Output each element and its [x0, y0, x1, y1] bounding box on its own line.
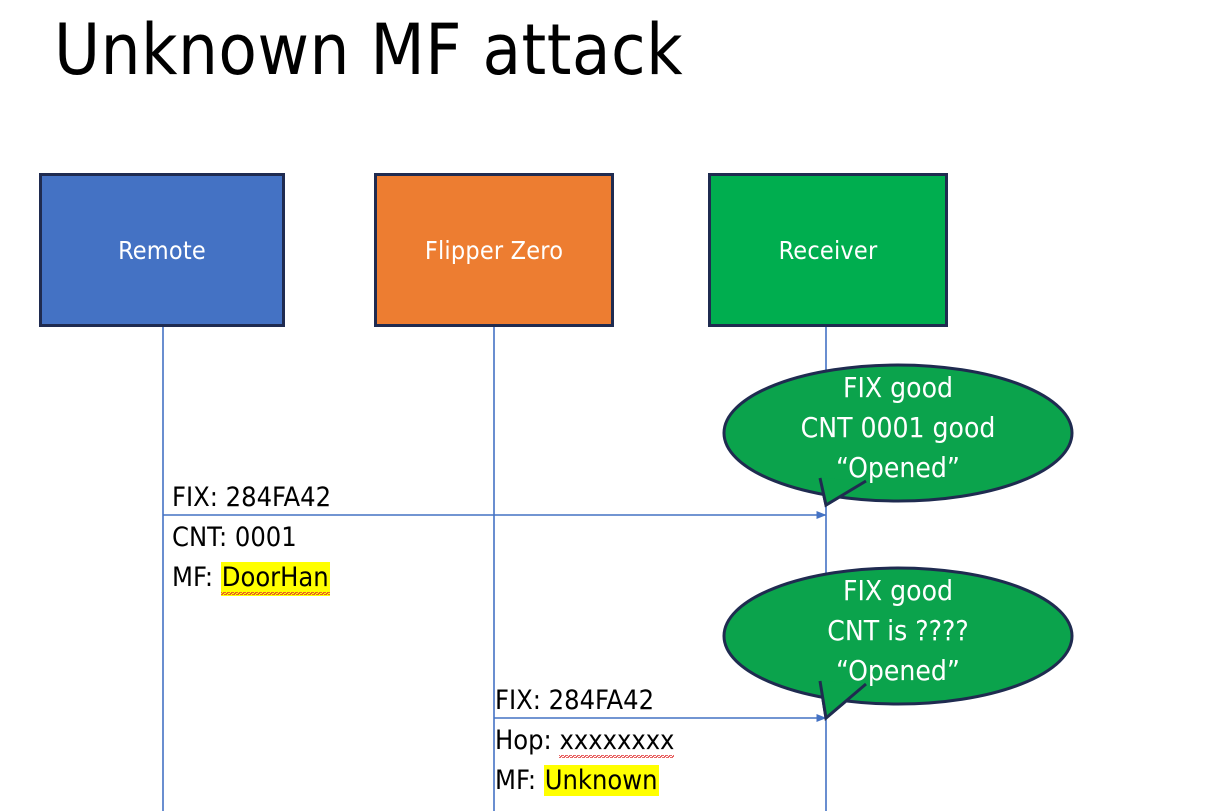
message-2-line-1: FIX: 284FA42 — [495, 681, 654, 721]
message-1-body: CNT: 0001 MF: DoorHan — [172, 518, 330, 598]
actor-label-flipper: Flipper Zero — [424, 235, 564, 265]
message-1-line-3: MF: DoorHan — [172, 558, 330, 598]
callout-bubble-1[interactable]: FIX good CNT 0001 good “Opened” — [716, 358, 1080, 518]
message-1-fix-text: FIX: 284FA42 — [172, 482, 332, 513]
message-1-line-1: FIX: 284FA42 — [172, 478, 331, 518]
message-2-hop-value: xxxxxxxx — [559, 725, 675, 759]
message-2-hop-prefix: Hop: — [495, 725, 560, 756]
message-2-mf-value: Unknown — [543, 765, 659, 796]
message-1-cnt-text: CNT: 0001 — [172, 522, 297, 553]
callout-shape-1 — [722, 363, 1074, 508]
page-title: Unknown MF attack — [54, 9, 684, 91]
message-1-line-2: CNT: 0001 — [172, 518, 330, 558]
message-2-fix-text: FIX: 284FA42 — [495, 685, 655, 716]
actor-label-remote: Remote — [118, 235, 206, 265]
message-2-body: Hop: xxxxxxxx MF: Unknown — [495, 721, 675, 801]
message-2-line-3: MF: Unknown — [495, 761, 674, 801]
message-1-mf-prefix: MF: — [172, 562, 221, 593]
actor-box-remote[interactable]: Remote — [39, 173, 285, 327]
message-1-mf-value: DoorHan — [220, 562, 330, 596]
callout-shape-2 — [722, 566, 1074, 721]
callout-bubble-2[interactable]: FIX good CNT is ???? “Opened” — [716, 561, 1080, 721]
message-2-line-2: Hop: xxxxxxxx — [495, 721, 675, 761]
message-2-mf-prefix: MF: — [495, 765, 544, 796]
actor-box-flipper[interactable]: Flipper Zero — [374, 173, 614, 327]
actor-label-receiver: Receiver — [778, 235, 878, 265]
actor-box-receiver[interactable]: Receiver — [708, 173, 948, 327]
